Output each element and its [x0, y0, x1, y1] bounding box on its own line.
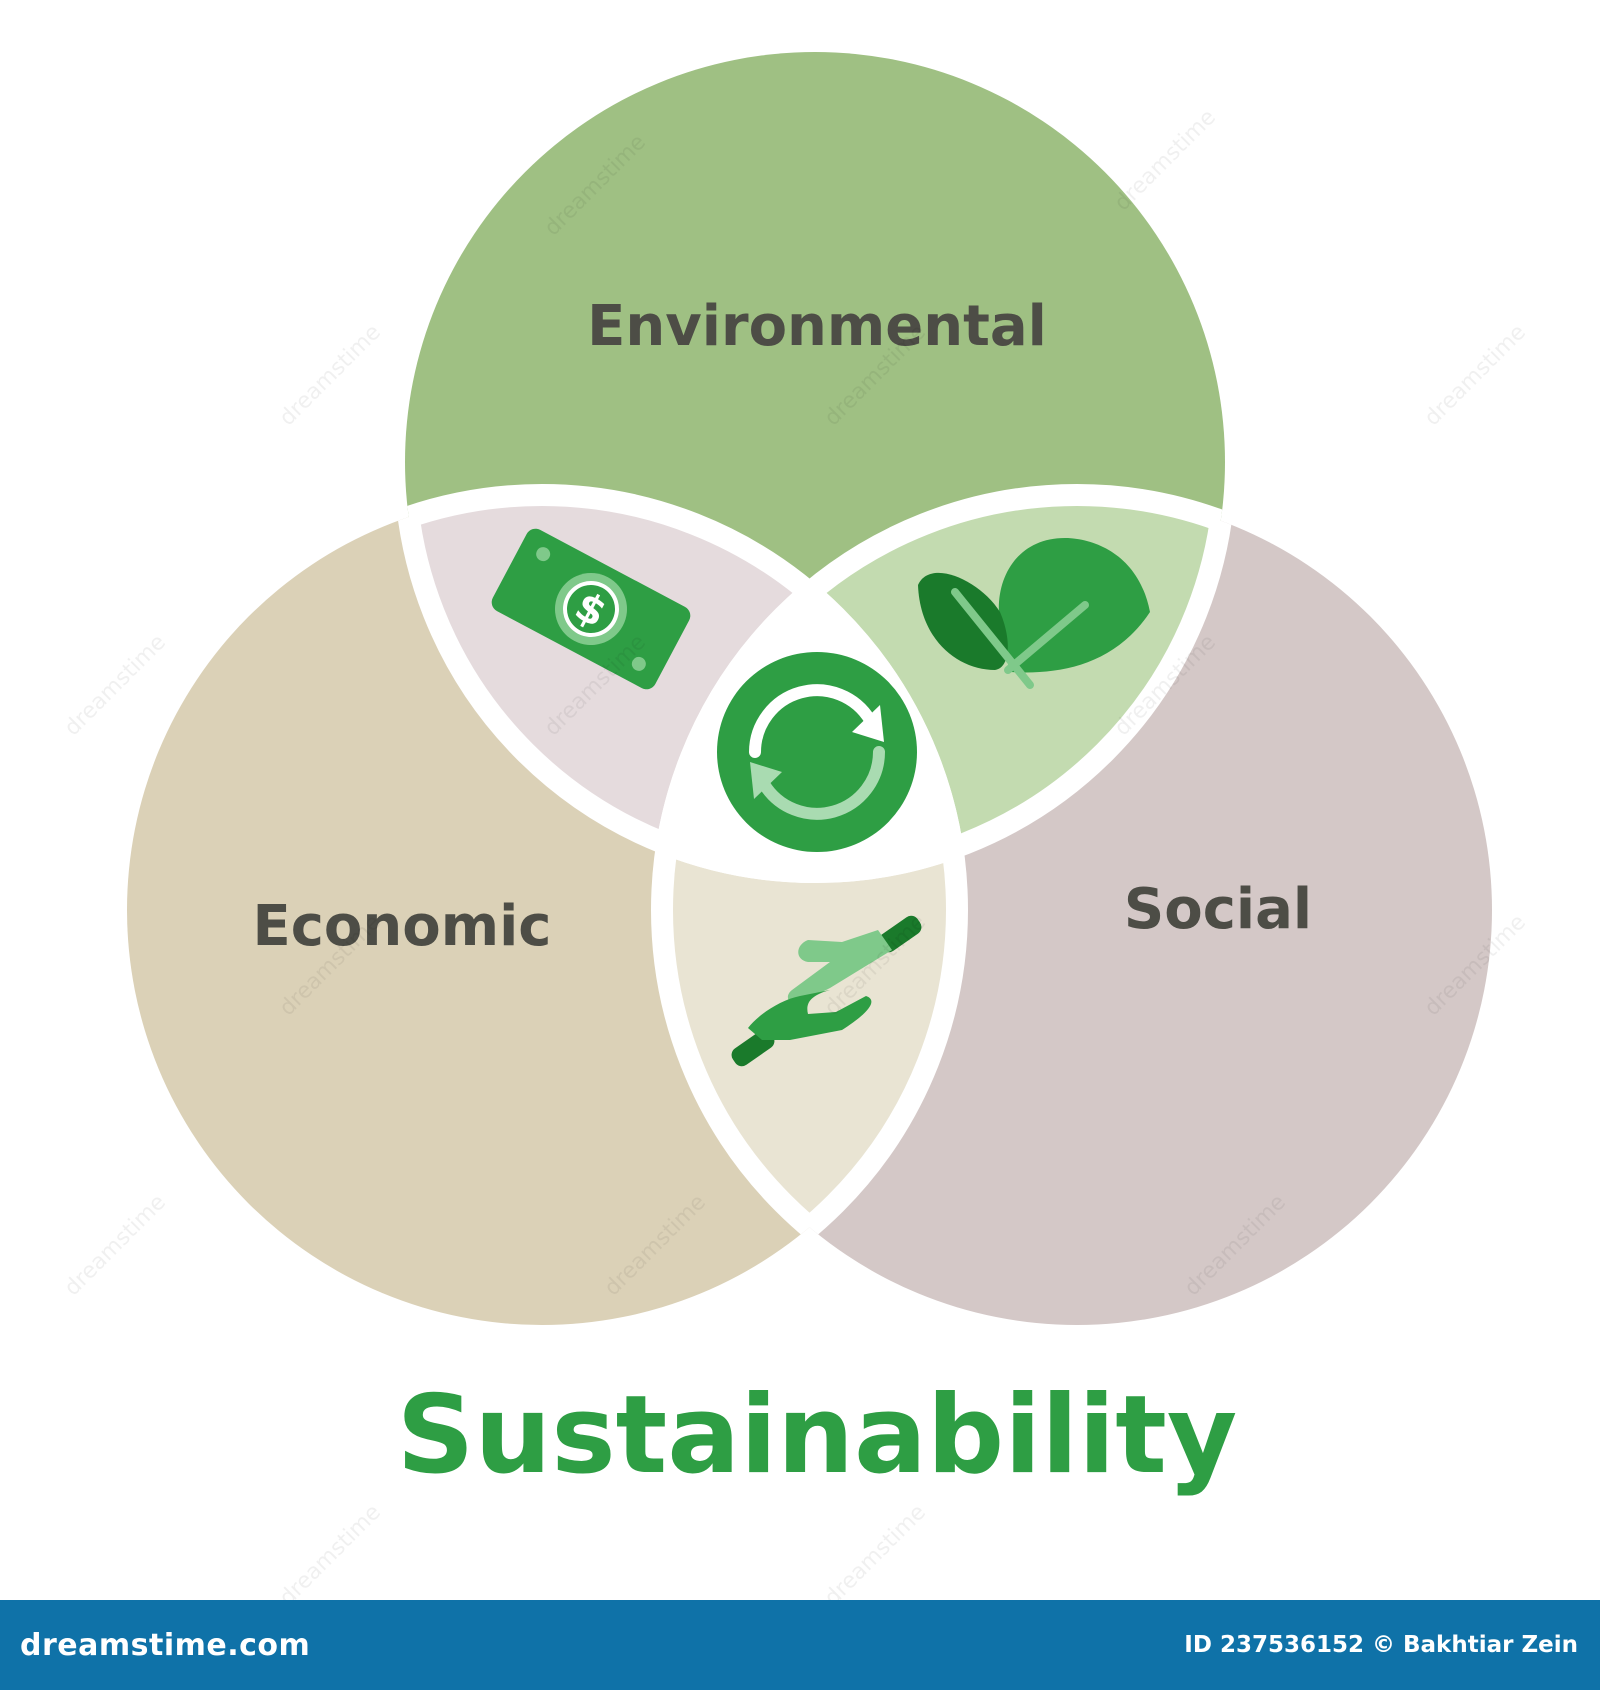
- diagram-title: Sustainability: [397, 1373, 1238, 1498]
- label-economic: Economic: [252, 894, 551, 959]
- watermark-text: dreamstime: [60, 630, 171, 741]
- outline-economic-lower: [662, 495, 968, 1325]
- label-environmental: Environmental: [587, 294, 1047, 359]
- hands-icon: [731, 915, 922, 1067]
- watermark-text: dreamstime: [1110, 105, 1221, 216]
- watermark-text: dreamstime: [60, 1190, 171, 1301]
- footer-bar: dreamstime.com ID 237536152 © Bakhtiar Z…: [0, 1600, 1600, 1690]
- outline-economic: [405, 484, 968, 872]
- outline-social: [651, 484, 1225, 872]
- watermark-text: dreamstime: [820, 1500, 931, 1600]
- watermark-text: dreamstime: [275, 320, 386, 431]
- watermark-text: dreamstime: [1420, 320, 1531, 431]
- watermark-text: dreamstime: [275, 1500, 386, 1600]
- venn-diagram: Environmental Economic Social $ Sustaina…: [60, 52, 1531, 1600]
- footer-credit: ID 237536152 © Bakhtiar Zein: [1184, 1632, 1578, 1658]
- label-social: Social: [1124, 877, 1312, 942]
- leaves-icon: [918, 537, 1150, 689]
- dollar-bill-icon: $: [491, 528, 691, 690]
- footer-site-link[interactable]: dreamstime.com: [20, 1627, 311, 1663]
- outline-environmental-right: [662, 495, 1236, 883]
- outline-social-lower: [651, 495, 957, 1325]
- recycle-arrows-icon: [717, 652, 917, 852]
